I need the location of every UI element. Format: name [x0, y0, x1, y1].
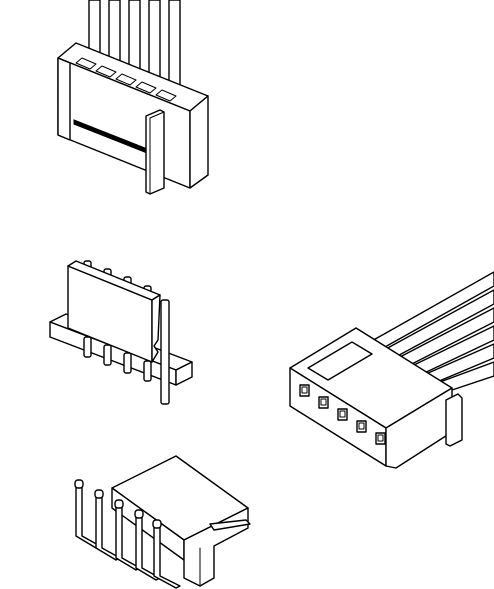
receptacle-flange [445, 393, 463, 447]
housing-contact-openings [75, 57, 177, 102]
receptacle-side-face [385, 387, 453, 469]
ra-header-side-pin [209, 519, 251, 531]
header-base-side [175, 361, 193, 386]
ra-header-bent-pins [74, 479, 181, 589]
housing-side-face [189, 95, 209, 189]
housing-left-flange [57, 57, 71, 141]
vertical-pin-header [49, 260, 193, 405]
receptacle-contact-windows [299, 384, 386, 445]
crimp-housing-with-wires [57, 0, 209, 195]
housing-right-flange [145, 109, 165, 195]
header-pin-tails [83, 336, 152, 382]
header-wall-side [151, 294, 161, 363]
right-angle-pin-header [74, 455, 251, 589]
receptacle-housing-with-wires [289, 271, 494, 469]
receptacle-latch [307, 341, 373, 381]
header-front-pin [160, 299, 170, 405]
